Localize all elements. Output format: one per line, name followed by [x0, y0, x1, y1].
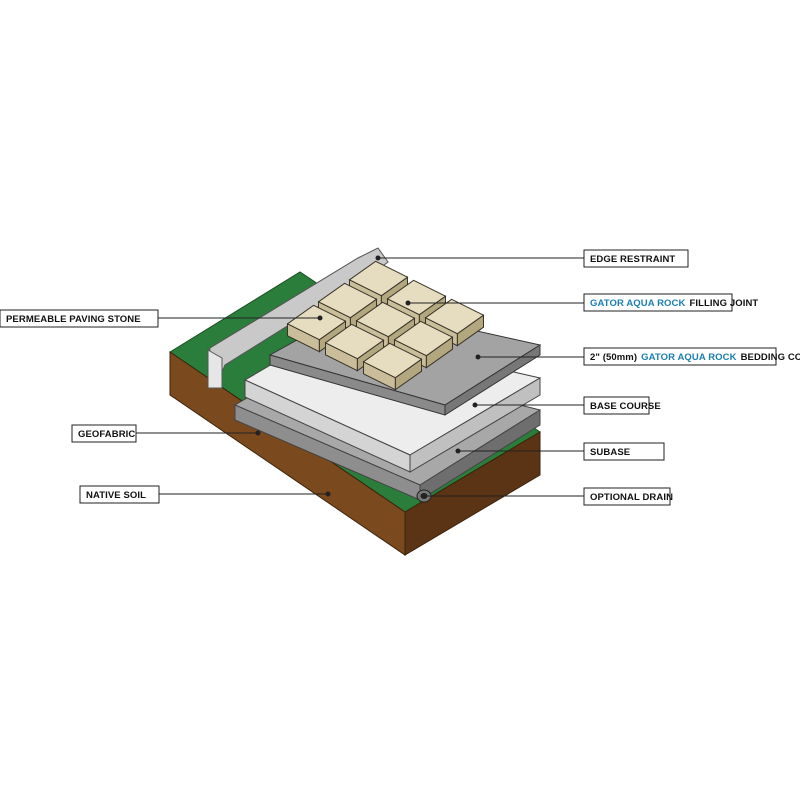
bedding-course-rest: BEDDING COURSE — [741, 352, 800, 363]
subase-label: SUBASE — [590, 447, 630, 458]
paving-stone — [424, 298, 485, 335]
paving-stone — [324, 323, 385, 360]
base-course-label-box — [583, 396, 650, 415]
paving-stone-grid — [286, 260, 485, 391]
filling-joint-brand: GATOR AQUA ROCK — [590, 298, 685, 309]
paving-stone — [348, 260, 409, 297]
optional-drain-label-box — [583, 487, 671, 506]
filling-joint-rest: FILLING JOINT — [689, 298, 758, 309]
paving-stone — [355, 301, 416, 338]
filling-joint-label: GATOR AQUA ROCK FILLING JOINT — [590, 298, 758, 309]
paving-stone — [393, 320, 454, 357]
bedding-course-label-box — [583, 347, 777, 366]
paving-stone-label-box — [0, 309, 159, 328]
geofabric-label-box — [71, 424, 137, 443]
base-course-label: BASE COURSE — [590, 401, 661, 412]
paving-stone — [317, 282, 378, 319]
bedding-course-prefix: 2" (50mm) — [590, 352, 637, 363]
callouts: EDGE RESTRAINT GATOR AQUA ROCK FILLING JO… — [0, 249, 800, 506]
subase-label-box — [583, 442, 665, 461]
bedding-course-label: 2" (50mm) GATOR AQUA ROCK BEDDING COURSE — [590, 352, 800, 363]
filling-joint-label-box — [583, 293, 733, 312]
bedding-course-brand: GATOR AQUA ROCK — [641, 352, 736, 363]
edge-restraint-label-box — [583, 249, 689, 268]
optional-drain-label: OPTIONAL DRAIN — [590, 492, 673, 503]
edge-restraint-label: EDGE RESTRAINT — [590, 254, 675, 265]
paving-stone-label: PERMEABLE PAVING STONE — [6, 314, 141, 325]
paving-stone — [386, 279, 447, 316]
native-soil-label-box — [79, 485, 160, 504]
native-soil-label: NATIVE SOIL — [86, 490, 146, 501]
geofabric-label: GEOFABRIC — [78, 429, 135, 440]
paving-stone — [362, 342, 423, 379]
